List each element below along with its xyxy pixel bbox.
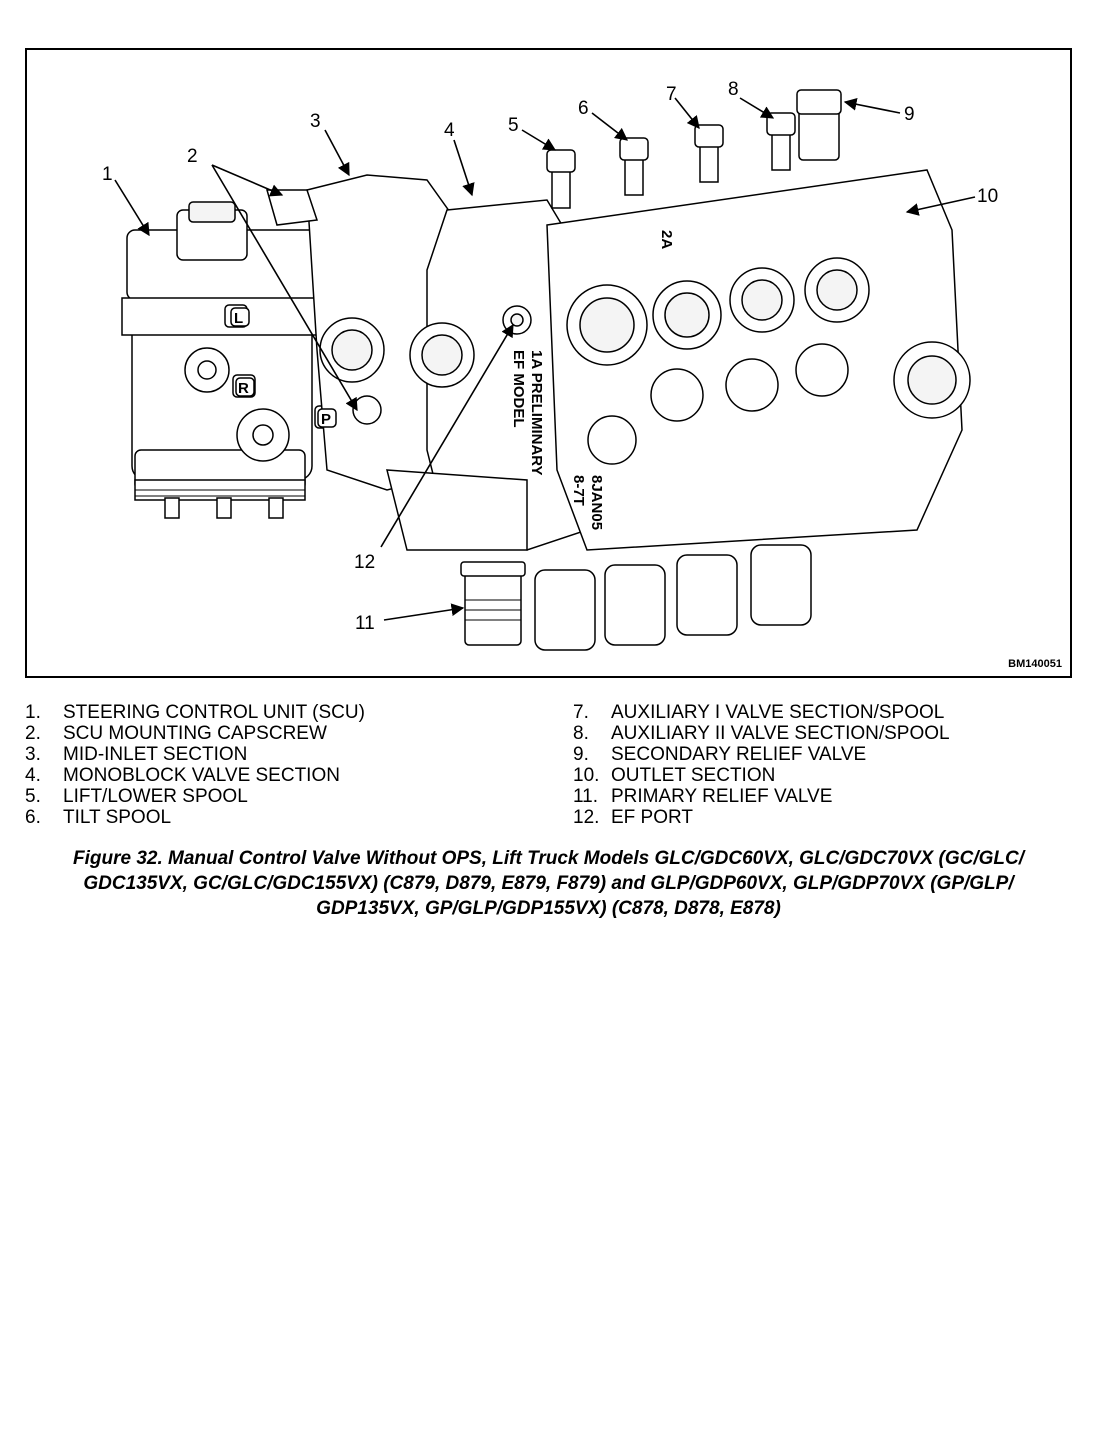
legend-item: 6.TILT SPOOL [25, 807, 172, 828]
caption-line-1: Figure 32. Manual Control Valve Without … [72, 848, 1024, 869]
figure-caption: Figure 32. Manual Control Valve Without … [25, 846, 1072, 921]
port-mark-r: R [238, 380, 249, 397]
legend-item: 5.LIFT/LOWER SPOOL [25, 786, 248, 807]
legend-right: 7.AUXILIARY I VALVE SECTION/SPOOL 8.AUXI… [573, 702, 950, 828]
callout-2: 2 [187, 146, 198, 167]
callout-11: 11 [355, 613, 375, 634]
stamp-code: 8-7T [570, 475, 587, 506]
callout-5: 5 [508, 115, 519, 136]
legend-item: 10.OUTLET SECTION [573, 765, 776, 786]
caption-line-3: GDP135VX, GP/GLP/GDP155VX) (C878, D878, … [316, 898, 781, 919]
legend-item: 9.SECONDARY RELIEF VALVE [573, 744, 867, 765]
callout-12: 12 [354, 552, 375, 573]
figure-ref-id: BM140051 [1008, 658, 1062, 670]
stamp-date: 8JAN05 [588, 475, 605, 530]
leader-lines [114, 97, 976, 621]
port-marks: L R P [230, 307, 337, 428]
figure-frame: L R P 1A PRELIMINARY EF MODEL 2A 8JAN05 … [25, 48, 1072, 678]
monoblock-valve-body [386, 199, 588, 551]
stamp-texts: 1A PRELIMINARY EF MODEL 2A 8JAN05 8-7T [510, 230, 675, 530]
stamp-ef-model: EF MODEL [510, 350, 527, 428]
legend-item: 12.EF PORT [573, 807, 693, 828]
callout-9: 9 [904, 104, 915, 125]
callout-4: 4 [444, 120, 455, 141]
stamp-2a: 2A [658, 230, 675, 249]
port-mark-p: P [321, 411, 331, 428]
legend-item: 2.SCU MOUNTING CAPSCREW [25, 723, 327, 744]
legend-item: 7.AUXILIARY I VALVE SECTION/SPOOL [573, 702, 945, 723]
callout-7: 7 [666, 84, 677, 105]
legend-left: 1.STEERING CONTROL UNIT (SCU) 2.SCU MOUN… [25, 702, 365, 828]
stamp-1a-preliminary: 1A PRELIMINARY [528, 350, 545, 476]
legend-item: 1.STEERING CONTROL UNIT (SCU) [25, 702, 365, 723]
callout-10: 10 [977, 186, 998, 207]
legend-item: 4.MONOBLOCK VALVE SECTION [25, 765, 340, 786]
callout-6: 6 [578, 98, 589, 119]
legend-item: 8.AUXILIARY II VALVE SECTION/SPOOL [573, 723, 950, 744]
steering-control-unit [121, 201, 338, 519]
port-mark-l: L [234, 310, 243, 327]
spool-sections [460, 89, 971, 651]
callouts: 1 2 3 4 5 6 7 8 9 10 11 12 [102, 79, 998, 634]
legend-item: 11.PRIMARY RELIEF VALVE [573, 786, 833, 807]
callout-3: 3 [310, 111, 321, 132]
caption-line-2: GDC135VX, GC/GLC/GDC155VX) (C879, D879, … [83, 873, 1014, 894]
legend-item: 3.MID-INLET SECTION [25, 744, 248, 765]
valve-illustration: L R P 1A PRELIMINARY EF MODEL 2A 8JAN05 … [102, 79, 998, 651]
callout-1: 1 [102, 164, 113, 185]
callout-8: 8 [728, 79, 739, 100]
